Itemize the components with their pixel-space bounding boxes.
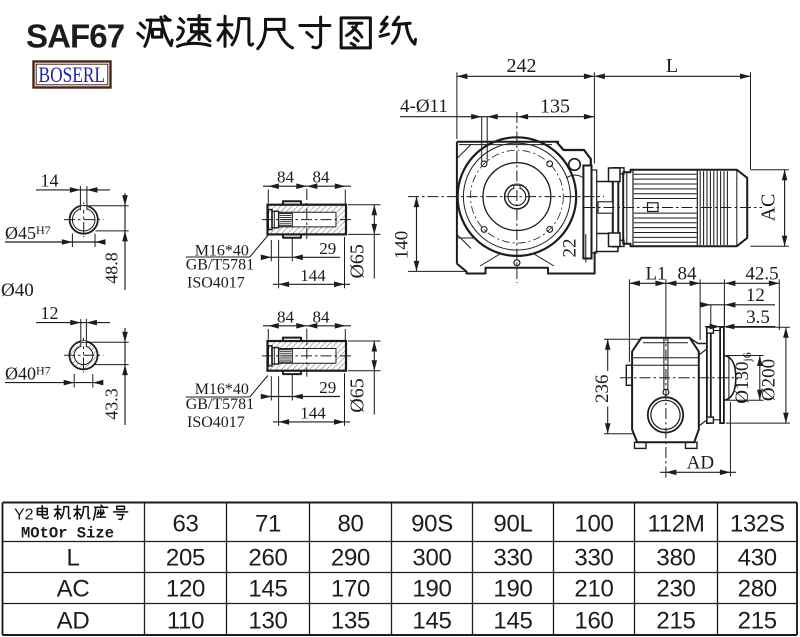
svg-text:AD: AD [687,453,714,474]
svg-text:BOSERL: BOSERL [39,62,106,87]
svg-text:84: 84 [277,307,295,326]
svg-text:48.8: 48.8 [102,252,122,284]
svg-text:12: 12 [746,285,765,306]
svg-text:130: 130 [248,608,287,635]
svg-text:145: 145 [493,608,532,635]
svg-text:84: 84 [678,264,698,285]
svg-text:236: 236 [592,375,613,404]
svg-text:Ø65: Ø65 [347,244,369,278]
svg-text:205: 205 [166,544,205,571]
svg-text:215: 215 [656,608,695,635]
svg-text:90S: 90S [411,510,453,537]
svg-text:63: 63 [172,510,198,537]
svg-text:290: 290 [331,544,370,571]
svg-text:Ø200: Ø200 [758,359,779,401]
svg-text:100: 100 [574,510,613,537]
svg-text:190: 190 [412,576,451,603]
svg-text:230: 230 [656,576,695,603]
svg-text:260: 260 [248,544,287,571]
svg-text:145: 145 [248,576,287,603]
svg-text:43.3: 43.3 [102,388,122,420]
svg-text:14: 14 [41,170,59,190]
svg-text:120: 120 [166,576,205,603]
svg-text:160: 160 [574,608,613,635]
svg-text:280: 280 [738,576,777,603]
svg-text:84: 84 [277,168,295,187]
svg-text:Ø40: Ø40 [1,280,34,301]
svg-text:MOtOr Size: MOtOr Size [21,525,114,543]
svg-text:112M: 112M [647,510,704,537]
svg-text:145: 145 [412,608,451,635]
svg-text:AD: AD [57,608,90,635]
svg-text:AC: AC [57,576,90,603]
svg-text:90L: 90L [493,510,532,537]
svg-text:190: 190 [493,576,532,603]
svg-text:12: 12 [41,303,59,323]
svg-text:84: 84 [313,307,331,326]
svg-text:ISO4017: ISO4017 [187,414,245,431]
svg-text:M16*40: M16*40 [195,242,249,259]
svg-text:80: 80 [337,510,363,537]
svg-text:215: 215 [738,608,777,635]
svg-text:Ø65: Ø65 [347,378,369,412]
svg-text:GB/T5781: GB/T5781 [186,396,254,413]
svg-text:Ø130j6: Ø130j6 [732,352,754,404]
svg-text:AC: AC [758,194,780,222]
svg-text:SAF67: SAF67 [26,18,124,55]
svg-text:242: 242 [507,55,537,77]
svg-text:110: 110 [167,608,204,635]
svg-text:M16*40: M16*40 [195,381,249,398]
svg-text:L1: L1 [645,264,666,285]
svg-text:ISO4017: ISO4017 [187,274,245,291]
svg-text:Y2: Y2 [14,507,34,524]
svg-text:3.5: 3.5 [746,307,770,328]
svg-text:L: L [66,544,79,571]
svg-text:144: 144 [300,403,326,422]
svg-text:GB/T5781: GB/T5781 [186,256,254,273]
svg-text:4-Ø11: 4-Ø11 [400,96,448,117]
svg-text:135: 135 [331,608,370,635]
svg-text:71: 71 [255,510,281,537]
svg-text:L: L [666,55,678,77]
svg-text:29: 29 [319,239,336,258]
svg-text:170: 170 [331,576,370,603]
svg-text:29: 29 [319,378,336,397]
svg-text:42.5: 42.5 [745,264,778,285]
svg-text:140: 140 [392,231,413,260]
svg-text:300: 300 [412,544,451,571]
svg-text:84: 84 [313,168,331,187]
svg-text:430: 430 [738,544,777,571]
svg-text:132S: 132S [730,510,785,537]
svg-text:144: 144 [300,266,326,285]
svg-text:210: 210 [574,576,613,603]
svg-text:380: 380 [656,544,695,571]
svg-text:330: 330 [493,544,532,571]
svg-text:135: 135 [540,95,570,117]
svg-text:330: 330 [574,544,613,571]
svg-text:22: 22 [560,239,581,258]
